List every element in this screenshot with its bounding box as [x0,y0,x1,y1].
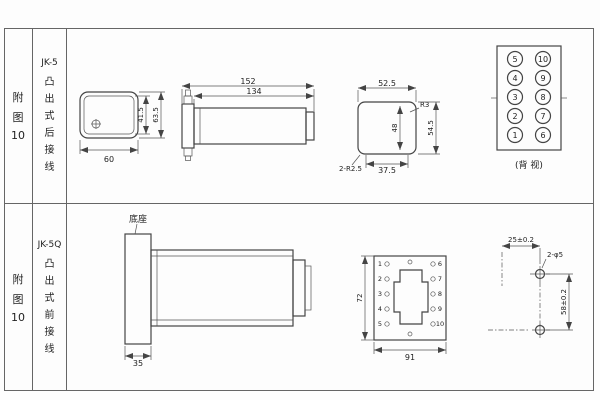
dimension-width: 60 [79,140,139,164]
dimension-inner-height: 41.5 [135,95,150,135]
type-char: 前 [44,309,55,321]
hole-number: 4 [378,305,382,313]
relay-side-view-drawing: 152 134 [181,77,315,161]
dim-63_5: 63.5 [152,107,160,123]
model-name: JK-5Q [37,239,62,250]
table-divider-vertical-2 [66,28,67,391]
terminal-number: 10 [538,55,548,64]
type-char: 出 [44,275,55,287]
type-char: 后 [44,128,55,139]
dimension-flange-width: 35 [124,346,152,368]
dim-91: 91 [405,353,415,362]
dim-54_5: 54.5 [427,120,435,136]
dimension-hole-offset: 25±0.2 [502,236,541,264]
terminal-number: 4 [512,74,517,83]
terminal-number: 9 [540,74,545,83]
terminal-number: 5 [512,55,517,64]
hole-number: 2 [378,275,382,283]
fig-char: 附 [12,272,24,286]
table-divider-vertical-1 [32,28,33,391]
fig-number: 10 [11,129,25,142]
type-char: 式 [44,111,55,122]
dim-72: 72 [356,294,364,303]
row2-figure-label: 附 图 10 [4,203,32,391]
type-char: 凸 [44,77,55,88]
table-border [4,28,594,391]
terminal-number: 8 [540,93,545,102]
dim-58: 58±0.2 [560,289,568,315]
bracket-profile-drawing: 52.5 R3 2-R2.5 48 54.5 37.5 [339,79,440,174]
relay-body-outline [181,89,315,161]
drilling-plan-drawing: 25±0.2 2-φ5 58±0.2 [488,236,573,338]
terminal-number: 6 [540,131,545,140]
hole-number: 9 [438,305,442,313]
row1-model-label: JK-5 凸 出 式 后 接 线 [33,28,66,203]
terminal-number: 2 [512,112,517,121]
terminal-number: 3 [512,93,517,102]
dimension-outer-height: 63.5 [139,91,165,139]
hole-number: 10 [436,320,444,328]
type-char: 接 [44,145,55,156]
dimension-socket-height: 72 [356,255,374,341]
socket-outline [373,255,447,341]
dim-2-r2_5: 2-R2.5 [339,165,362,173]
dimension-bottom-width: 37.5 [365,155,409,174]
table-divider-horizontal [4,203,594,204]
socket-cutout-drawing: 1 2 3 4 5 6 7 8 9 10 72 91 [356,255,447,362]
dimension-total-length: 152 [181,77,315,111]
hole-number: 6 [438,260,442,268]
dim-60: 60 [104,155,114,164]
type-char: 线 [44,343,55,355]
row1-figure-label: 附 图 10 [4,28,32,203]
dim-35: 35 [133,359,143,368]
rear-view-caption: (背 视) [515,159,543,171]
dim-52_5: 52.5 [378,79,396,88]
dim-41_5: 41.5 [137,107,145,123]
hole-spec-label: 2-φ5 [547,251,563,259]
fig-number: 10 [11,310,25,324]
terminal-number: 7 [540,112,545,121]
relay-front-view-drawing: 60 41.5 63.5 [79,91,165,164]
fig-char: 图 [12,292,24,306]
base-outline [124,233,312,345]
model-name: JK-5 [41,58,58,68]
dim-25: 25±0.2 [508,236,534,244]
terminal-number: 1 [512,131,517,140]
fig-char: 图 [12,111,24,124]
type-char: 线 [44,162,55,173]
hole-number: 3 [378,290,382,298]
dim-37_5: 37.5 [378,166,396,174]
type-char: 出 [44,94,55,105]
dimension-top-width: 52.5 [357,79,417,102]
terminal-circles: 5 10 4 9 3 8 2 7 1 6 [506,50,552,144]
dim-48: 48 [391,124,399,133]
type-char: 接 [44,326,55,338]
dimension-hole-spacing: 58±0.2 [546,273,573,331]
dimension-body-length: 134 [193,87,314,107]
case-outline [79,91,139,139]
dimension-inner-height: 48 [391,106,403,150]
base-label: 底座 [129,213,147,225]
type-char: 式 [44,292,55,304]
bracket-outline: R3 2-R2.5 [339,101,429,173]
fig-char: 附 [12,91,24,104]
hole-number: 1 [378,260,382,268]
type-char: 凸 [44,258,55,270]
hole-number: 7 [438,275,442,283]
dimension-outer-height: 54.5 [418,101,440,155]
dim-152: 152 [240,77,255,86]
hole-number: 5 [378,320,382,328]
terminal-block-outline [496,45,562,151]
terminal-rear-view-drawing: 5 10 4 9 3 8 2 7 1 6 (背 视) [491,45,567,171]
dim-134: 134 [246,87,261,96]
socket-keyway [393,269,429,325]
hole-number: 8 [438,290,442,298]
dim-r3: R3 [420,101,429,109]
base-side-view-drawing: 底座 35 [124,213,312,368]
row2-model-label: JK-5Q 凸 出 式 前 接 线 [33,203,66,391]
dimension-socket-width: 91 [373,342,447,362]
socket-terminal-holes: 1 2 3 4 5 6 7 8 9 10 [378,260,444,328]
